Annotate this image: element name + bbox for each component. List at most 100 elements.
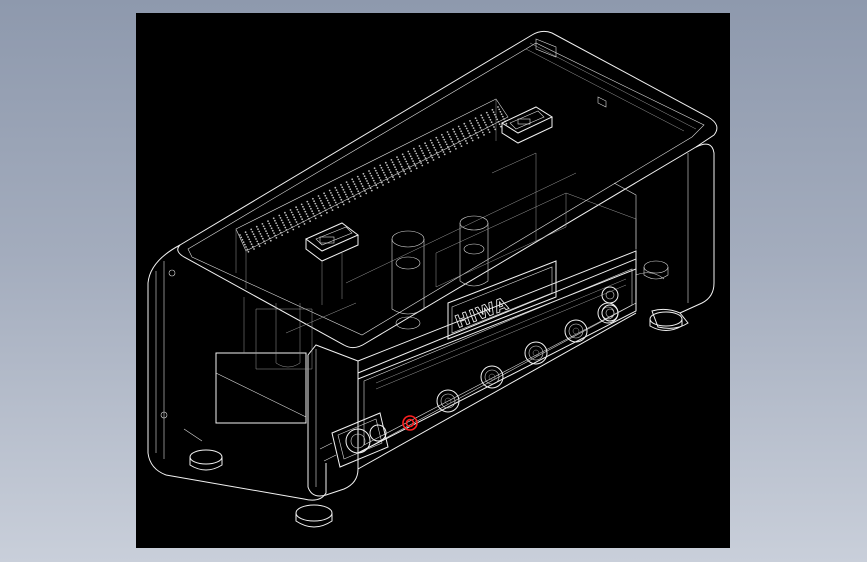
mesh-hole (341, 186, 344, 189)
mesh-hole (251, 245, 254, 248)
mesh-hole (375, 184, 378, 187)
power-switch[interactable] (402, 415, 418, 431)
mesh-hole (364, 177, 367, 180)
mesh-hole (265, 230, 267, 233)
jack-2[interactable] (601, 304, 619, 322)
mesh-hole (406, 163, 409, 165)
knob-3[interactable] (524, 341, 548, 365)
mesh-hole (314, 217, 317, 220)
mesh-hole (500, 113, 503, 116)
mesh-hole (407, 150, 410, 153)
mesh-hole (248, 238, 251, 241)
mesh-hole (459, 142, 462, 145)
mesh-hole (437, 153, 439, 156)
mesh-hole (497, 120, 500, 123)
knob-2[interactable] (480, 365, 504, 389)
knob-5[interactable] (597, 302, 619, 324)
mesh-hole (310, 207, 312, 210)
mesh-hole (437, 141, 440, 144)
mesh-hole (382, 171, 385, 174)
mesh-hole (463, 122, 466, 125)
jack-1[interactable] (601, 286, 619, 304)
mesh-hole (501, 115, 504, 118)
mesh-hole (338, 194, 340, 196)
mesh-hole (257, 242, 260, 245)
mesh-hole (361, 185, 364, 188)
mesh-hole (365, 192, 368, 195)
mesh-hole (426, 147, 429, 149)
mesh-hole (334, 201, 337, 204)
knob-4[interactable] (564, 319, 588, 343)
mesh-hole (366, 180, 368, 182)
mesh-hole (303, 223, 306, 225)
mesh-hole (477, 136, 480, 139)
mesh-hole (350, 190, 353, 193)
mesh-hole (312, 197, 314, 200)
mesh-hole (415, 167, 418, 170)
mesh-hole (270, 227, 273, 230)
mesh-hole (282, 221, 284, 224)
mesh-hole (285, 214, 287, 217)
mesh-hole (407, 165, 410, 168)
mesh-hole (488, 116, 491, 119)
mesh-hole (353, 183, 356, 186)
mesh-hole (340, 198, 343, 201)
mesh-hole (324, 209, 327, 212)
mesh-hole (260, 235, 263, 238)
cad-viewport[interactable]: HIWA (136, 13, 730, 548)
mesh-hole (391, 161, 394, 164)
mesh-hole (476, 134, 479, 137)
mesh-hole (267, 220, 269, 223)
mesh-hole (469, 120, 471, 122)
mesh-hole (460, 130, 462, 133)
mesh-hole (354, 185, 357, 188)
mesh-hole (292, 213, 294, 216)
mesh-hole (306, 215, 309, 218)
mesh-hole (457, 138, 459, 140)
mesh-hole (287, 219, 290, 221)
mesh-hole (357, 190, 360, 193)
mesh-hole (433, 146, 436, 149)
mesh-hole (455, 135, 458, 138)
mesh-hole (318, 197, 321, 200)
knob-1[interactable] (436, 389, 460, 413)
mesh-hole (474, 117, 477, 119)
mesh-hole (415, 152, 418, 155)
mesh-hole (275, 237, 278, 239)
mesh-hole (303, 208, 305, 211)
mesh-hole (259, 233, 262, 235)
mesh-hole (358, 192, 361, 195)
mesh-hole (249, 240, 252, 243)
mesh-hole (307, 203, 310, 205)
mesh-hole (472, 127, 475, 129)
mesh-hole (368, 170, 370, 172)
brand-plate: HIWA (447, 260, 557, 340)
mesh-hole (395, 168, 398, 171)
mesh-hole (242, 241, 245, 244)
mesh-hole (412, 160, 414, 163)
mesh-hole (374, 169, 377, 172)
mesh-hole (393, 178, 396, 181)
mesh-hole (503, 118, 505, 120)
mesh-hole (381, 169, 384, 172)
mesh-hole (396, 156, 398, 159)
mesh-hole (296, 208, 299, 211)
mesh-hole (379, 179, 382, 182)
mesh-hole (450, 138, 452, 141)
mesh-hole (394, 166, 396, 169)
mesh-hole (489, 118, 492, 121)
mesh-hole (463, 137, 466, 140)
mesh-hole (430, 154, 432, 157)
mesh-hole (465, 140, 467, 142)
mesh-hole (336, 204, 338, 206)
mesh-hole (336, 191, 339, 194)
mesh-hole (491, 123, 494, 126)
mesh-hole (300, 203, 303, 206)
mesh-hole (373, 167, 376, 170)
mesh-hole (367, 182, 370, 185)
mesh-hole (469, 134, 472, 137)
mesh-hole (466, 142, 468, 145)
mesh-hole (449, 135, 451, 138)
mesh-hole (418, 145, 421, 147)
mesh-hole (392, 163, 395, 166)
